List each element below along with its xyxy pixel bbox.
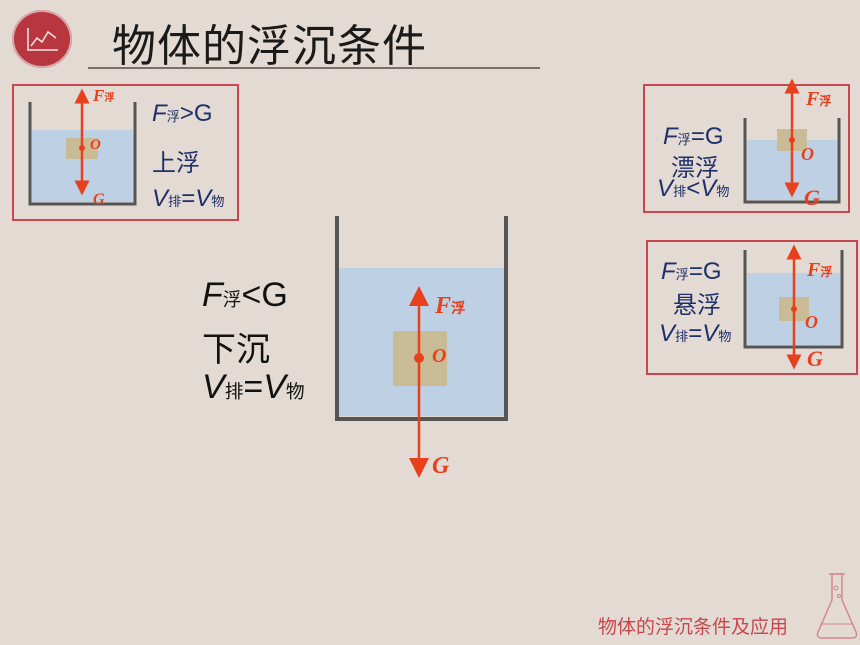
flask-icon xyxy=(816,573,858,639)
label-buoyancy-sink: F浮 xyxy=(435,293,466,319)
title-underline xyxy=(88,67,540,69)
label-center-float: O xyxy=(801,144,814,164)
panel-float xyxy=(643,84,850,213)
label-center-suspend: O xyxy=(805,312,818,332)
label-center-sink: O xyxy=(432,345,447,367)
page-title: 物体的浮沉条件 xyxy=(112,21,427,72)
label-gravity-float: G xyxy=(804,185,820,210)
state-suspend: 悬浮 xyxy=(673,291,721,319)
volume-rise: V排=V物 xyxy=(152,185,225,212)
beaker-float xyxy=(743,78,841,204)
beaker-suspend xyxy=(743,244,844,370)
panel-rise xyxy=(12,84,239,221)
label-buoyancy-float: F浮 xyxy=(806,88,832,110)
volume-sink: V排=V物 xyxy=(202,368,305,406)
panel-suspend xyxy=(646,240,858,375)
logo-badge xyxy=(12,10,72,68)
label-buoyancy-suspend: F浮 xyxy=(807,259,833,281)
state-sink: 下沉 xyxy=(202,330,270,370)
relation-sink: F浮<G xyxy=(202,276,288,314)
label-gravity-sink: G xyxy=(432,453,450,479)
label-buoyancy-rise: F浮 xyxy=(93,86,115,105)
relation-rise: F浮>G xyxy=(152,100,213,127)
label-gravity-rise: G xyxy=(93,191,105,208)
label-center-rise: O xyxy=(90,137,101,153)
relation-float: F浮=G xyxy=(663,123,724,150)
state-float: 漂浮 xyxy=(671,154,719,182)
volume-float: V排<V物 xyxy=(657,175,730,202)
relation-suspend: F浮=G xyxy=(661,258,722,285)
footer-caption: 物体的浮沉条件及应用 xyxy=(598,616,789,638)
state-rise: 上浮 xyxy=(152,149,200,177)
chart-line-icon xyxy=(27,28,58,51)
volume-suspend: V排=V物 xyxy=(659,320,732,347)
label-gravity-suspend: G xyxy=(807,346,823,371)
beaker-rise xyxy=(28,88,137,206)
beaker-sink xyxy=(335,216,508,478)
